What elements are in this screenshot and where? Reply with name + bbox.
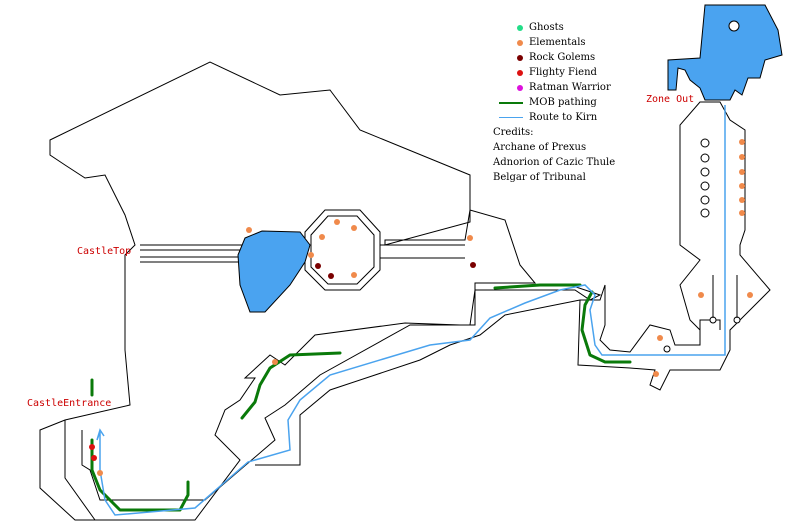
legend-ratman-warrior-label: Ratman Warrior	[529, 82, 611, 93]
credits-line-3: Belgar of Tribunal	[493, 172, 586, 183]
legend-mob-pathing-label: MOB pathing	[529, 97, 597, 108]
legend-flighty-fiend-label: Flighty Fiend	[529, 67, 597, 78]
ghost-dot-icon	[517, 25, 523, 31]
mob-pathing	[90, 283, 632, 512]
west-bridge	[140, 244, 305, 263]
mob-pathing-line-icon	[499, 102, 523, 104]
legend-rock-golems-label: Rock Golems	[529, 52, 596, 63]
legend-ghosts: Ghosts	[515, 20, 615, 35]
label-zone-out: Zone Out	[646, 94, 695, 105]
rock-golem-markers	[315, 262, 476, 279]
legend-flighty-fiend: Flighty Fiend	[515, 65, 615, 80]
hall-pillars	[663, 138, 741, 353]
legend-elementals: Elementals	[515, 35, 615, 50]
zone-out-marker	[728, 20, 740, 32]
label-castle-entrance: CastleEntrance	[27, 398, 112, 409]
credits-line-1: Archane of Prexus	[493, 142, 587, 153]
corridor-outline	[81, 284, 602, 501]
flighty-fiend-dot-icon	[517, 70, 523, 76]
legend-rock-golems: Rock Golems	[515, 50, 615, 65]
hall-lines	[712, 275, 738, 318]
route-to-kirn	[96, 105, 726, 516]
credits-line-2: Adnorion of Cazic Thule	[493, 157, 616, 168]
east-bridge	[380, 244, 465, 259]
legend-ratman-warrior: Ratman Warrior	[515, 80, 615, 95]
ratman-warrior-dot-icon	[517, 85, 523, 91]
zone-out-water	[667, 4, 783, 101]
legend-elementals-label: Elementals	[529, 37, 586, 48]
octagon-room	[304, 209, 381, 291]
label-castle-top: CastleTop	[77, 246, 132, 257]
route-line-icon	[499, 117, 523, 118]
elemental-dot-icon	[517, 40, 523, 46]
rock-golem-dot-icon	[517, 55, 523, 61]
legend-route-label: Route to Kirn	[529, 112, 598, 123]
legend-ghosts-label: Ghosts	[529, 22, 564, 33]
octagon-inner	[310, 215, 375, 285]
credits: Credits: Archane of Prexus Adnorion of C…	[493, 125, 615, 185]
flighty-fiend-markers	[89, 444, 97, 461]
lower-corridor	[64, 284, 721, 521]
legend-mob-pathing: MOB pathing	[499, 95, 615, 110]
east-tunnel	[577, 101, 771, 391]
legend-route: Route to Kirn	[499, 110, 615, 125]
elemental-markers	[97, 139, 753, 476]
credits-heading: Credits:	[493, 127, 534, 138]
legend: Ghosts Elementals Rock Golems Flighty Fi…	[493, 20, 615, 185]
castle-outline	[39, 61, 537, 521]
pool	[237, 230, 311, 313]
